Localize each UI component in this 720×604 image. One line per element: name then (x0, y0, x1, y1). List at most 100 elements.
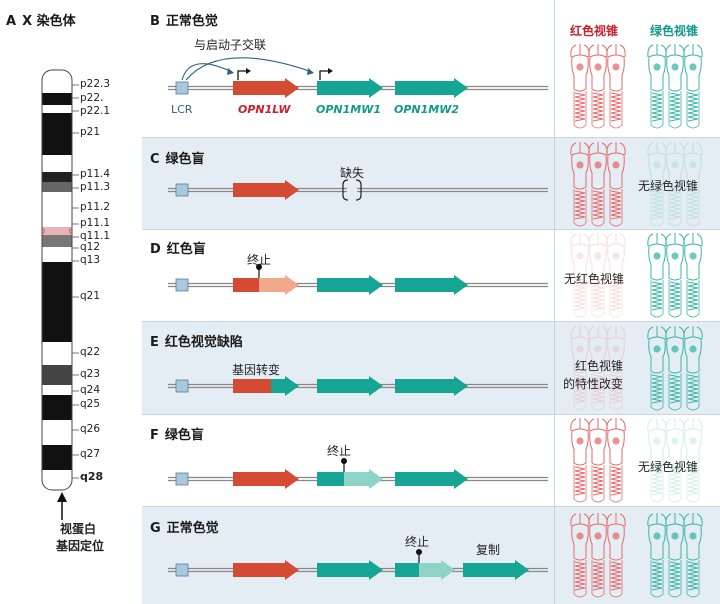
cone-outer-membrane (650, 465, 664, 503)
cone-outer-membrane (609, 373, 623, 411)
cone-nucleus (612, 63, 620, 71)
cone-outer-segment (574, 281, 586, 311)
gene-hybrid-part1 (233, 379, 271, 393)
band-q27 (42, 445, 72, 470)
cone-body (666, 336, 684, 374)
cone-outer-membrane (686, 280, 700, 318)
red-cones-c (570, 142, 626, 227)
band-q21 (42, 262, 72, 342)
cone-body (666, 152, 684, 190)
cone-outer-segment (669, 561, 681, 591)
cone-outer-segment (651, 190, 663, 220)
red-cones-g (570, 513, 626, 598)
gene-conversion-label: 基因转变 (232, 363, 281, 377)
cone-outer-membrane (609, 465, 623, 503)
cone-outer-membrane (650, 560, 664, 598)
cone-body (648, 243, 666, 281)
cone-body (589, 152, 607, 190)
band-label: q13 (80, 254, 101, 266)
cone-outer-membrane (573, 280, 587, 318)
cone-nucleus (594, 437, 602, 445)
cone-outer-membrane (686, 560, 700, 598)
row-divider (142, 137, 720, 138)
band-label: q24 (80, 384, 101, 396)
cone-body (607, 523, 625, 561)
cone-body (648, 428, 666, 466)
deletion-bracket-right (355, 179, 362, 201)
cone-outer-segment (687, 190, 699, 220)
gene-opn1mw1-stop-part2 (344, 469, 383, 489)
cone-body (648, 54, 666, 92)
cone-outer-membrane (668, 465, 682, 503)
band-label: p11.2 (80, 201, 111, 213)
cone-outer-segment (610, 374, 622, 404)
no-green-cone-note-f: 无绿色视锥 (638, 460, 699, 474)
cone-dendrites (665, 418, 685, 432)
gene-opn1lw (233, 469, 299, 489)
cone-body (684, 523, 702, 561)
red-cones-e-altered (570, 326, 626, 411)
cone-body (666, 243, 684, 281)
cone-outer-membrane (686, 91, 700, 129)
cone-outer-segment (610, 92, 622, 122)
cone-outer-segment (669, 92, 681, 122)
cone-outer-segment (651, 92, 663, 122)
gene-opn1lw-stop-part1 (233, 278, 259, 292)
cone-outer-segment (651, 561, 663, 591)
cone-nucleus (576, 345, 584, 353)
cone-dendrites (588, 326, 608, 340)
cone-outer-membrane (686, 189, 700, 227)
cone-outer-membrane (686, 465, 700, 503)
row-background-g (142, 506, 720, 604)
cone-nucleus (689, 63, 697, 71)
stop-marker-dot (416, 549, 422, 555)
cone-body (648, 152, 666, 190)
cone-body (607, 54, 625, 92)
gene-opn1mw2-stop-part1 (395, 563, 419, 577)
cone-outer-segment (669, 281, 681, 311)
band-p11-4-p11-3 (42, 172, 72, 182)
no-red-cone-note-d: 无红色视锥 (564, 272, 625, 286)
gene-opn1mw-copy (463, 560, 529, 580)
deletion-label: 缺失 (340, 166, 365, 180)
cone-dendrites (683, 513, 703, 527)
cone-outer-membrane (668, 560, 682, 598)
cone-body (648, 523, 666, 561)
band-label: q27 (80, 448, 101, 460)
cone-outer-membrane (650, 280, 664, 318)
cone-dendrites (606, 326, 626, 340)
green-cone-header: 绿色视锥 (650, 24, 699, 38)
cone-outer-membrane (591, 91, 605, 129)
lcr-arc-arrowhead (307, 68, 314, 75)
cone-nucleus (689, 437, 697, 445)
gene-hybrid-part2 (271, 376, 299, 396)
cone-body (571, 152, 589, 190)
cone-outer-membrane (573, 465, 587, 503)
cone-outer-segment (574, 92, 586, 122)
band-label: q26 (80, 423, 101, 435)
lcr-box (175, 563, 189, 577)
band-label: q21 (80, 290, 101, 302)
lcr-box (175, 183, 189, 197)
cone-dendrites (647, 418, 667, 432)
cone-nucleus (653, 63, 661, 71)
cone-outer-segment (592, 190, 604, 220)
cone-body (589, 428, 607, 466)
cone-outer-segment (610, 281, 622, 311)
centromere-notch (41, 227, 73, 235)
red-cones-d-absent (570, 233, 626, 318)
cone-outer-segment (610, 561, 622, 591)
gene-label-opn1lw: OPN1LW (238, 103, 291, 116)
band-label: p11.1 (80, 217, 111, 229)
cone-outer-membrane (609, 560, 623, 598)
cone-body (571, 428, 589, 466)
no-green-cone-note-c: 无绿色视锥 (638, 179, 699, 193)
band-label: q23 (80, 368, 101, 380)
x-chromosome-ideogram (41, 69, 79, 520)
cone-body (571, 336, 589, 374)
cone-body (607, 428, 625, 466)
band-label: p22. (80, 92, 104, 104)
cone-outer-membrane (591, 373, 605, 411)
cone-outer-membrane (591, 465, 605, 503)
